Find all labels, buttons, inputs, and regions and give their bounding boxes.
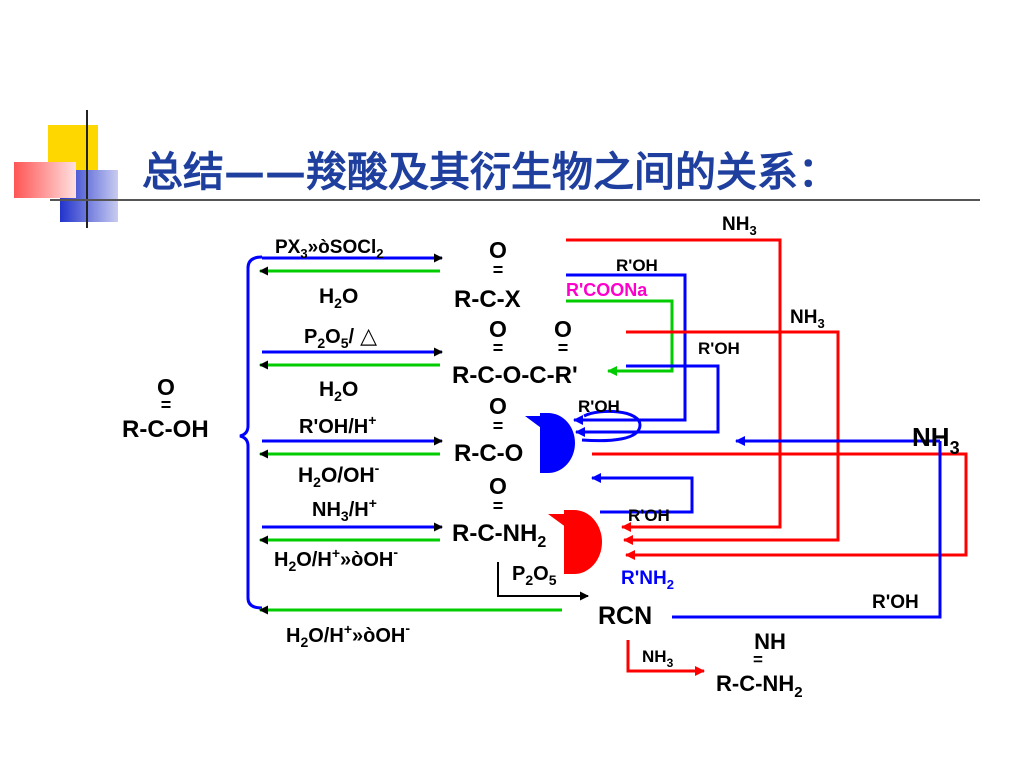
anhydride-oxygen-2: O — [554, 316, 572, 342]
amidine-nh: NH — [754, 629, 786, 654]
nitrile-formula: RCN — [598, 602, 652, 630]
ester-formula: R-C-O — [454, 440, 523, 467]
path-acyl-halide-roh-to-ester — [566, 273, 687, 425]
reagent-h2o-oh: H2O/OH- — [298, 460, 380, 490]
acyl-halide-double-bond: = — [493, 260, 504, 280]
amidine-double-bond: = — [753, 650, 763, 669]
reagent-px3-socl2: PX3»òSOCl2 — [275, 237, 383, 261]
reagent-roh-h: R'OH/H+ — [299, 412, 376, 438]
acid-double-bond: = — [161, 395, 172, 415]
amidine-formula: R-C-NH2 — [716, 671, 803, 701]
reagent-rcoona: R'COONa — [566, 280, 648, 300]
reagent-nh3-top: NH3 — [722, 214, 757, 238]
path-anhydride-nh3-to-amide — [623, 330, 840, 545]
reagent-h2o-2: H2O — [319, 378, 358, 404]
acid-oxygen: O — [157, 374, 175, 400]
path-acyl-halide-nh3-to-amide — [566, 238, 782, 532]
reagent-h2o-1: H2O — [319, 285, 358, 311]
reagent-roh-5: R'OH — [872, 592, 919, 613]
path-anhydride-roh-to-ester — [575, 364, 720, 437]
reagent-roh-2: R'OH — [698, 339, 740, 358]
amide-oxygen: O — [489, 473, 507, 499]
left-bracket — [239, 255, 263, 610]
ester-blue-tab — [525, 416, 560, 436]
reagent-h2o-h-oh-1: H2O/H+»òOH- — [274, 544, 398, 574]
acyl-halide-formula: R-C-X — [454, 286, 521, 313]
reagent-nh3-big: NH3 — [912, 422, 960, 458]
path-nitrile-roh-to-ester — [672, 441, 942, 619]
reagent-p2o5: P2O5 — [512, 563, 557, 588]
acid-formula: R-C-OH — [122, 416, 209, 443]
path-ester-roh-loop — [581, 409, 642, 443]
arrow-nitrile-to-amidine — [626, 640, 705, 676]
anhydride-double-bond-1: = — [493, 338, 504, 358]
reagent-roh-3: R'OH — [578, 397, 620, 416]
reagent-roh-4: R'OH — [628, 506, 670, 525]
anhydride-formula: R-C-O-C-R' — [452, 362, 578, 389]
page-title: 总结——羧酸及其衍生物之间的关系： — [142, 148, 839, 196]
path-acyl-halide-rcoona-to-anhydride — [566, 299, 674, 376]
decor-horizontal-line — [50, 199, 980, 201]
ester-double-bond: = — [493, 416, 504, 436]
reagent-nh3-h: NH3/H+ — [312, 495, 377, 524]
path-ester-nh3-to-amide — [592, 452, 968, 560]
reagent-roh-1: R'OH — [616, 256, 658, 275]
reagent-h2o-h-oh-2: H2O/H+»òOH- — [286, 620, 410, 650]
amide-red-tab — [548, 514, 588, 536]
acyl-halide-oxygen: O — [489, 237, 507, 263]
amide-formula: R-C-NH2 — [452, 520, 546, 551]
decor-red-square — [14, 162, 76, 198]
arrow-amide-to-nitrile — [497, 562, 589, 601]
reagent-nh3-bottom: NH3 — [642, 647, 674, 670]
path-amide-roh-to-ester — [591, 473, 694, 514]
ester-oxygen: O — [489, 393, 507, 419]
reagent-rnh2: R'NH2 — [621, 568, 674, 592]
reagent-nh3-mid: NH3 — [790, 307, 825, 331]
anhydride-double-bond-2: = — [558, 338, 569, 358]
reagent-p2o5-heat: P2O5/△ — [304, 323, 377, 351]
amide-double-bond: = — [493, 496, 504, 516]
anhydride-oxygen-1: O — [489, 316, 507, 342]
decor-vertical-line — [86, 110, 88, 228]
